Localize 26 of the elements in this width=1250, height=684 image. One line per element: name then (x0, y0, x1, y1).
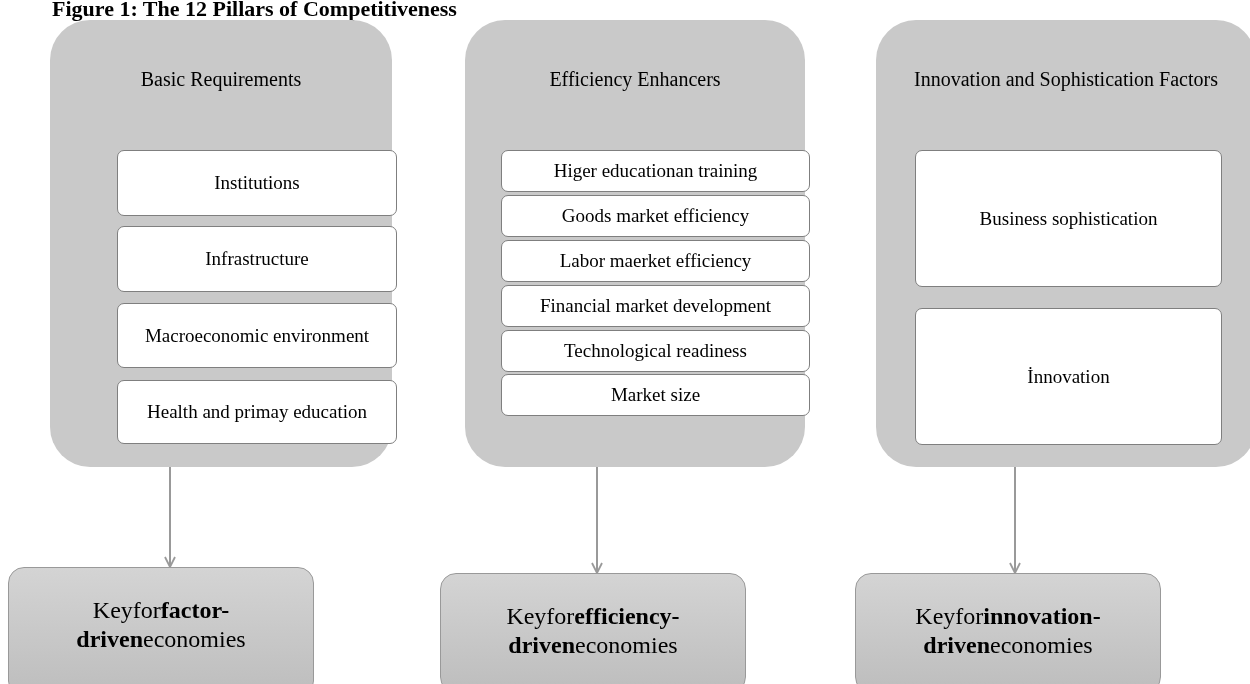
key-box (855, 573, 1161, 684)
group-panel (876, 20, 1250, 467)
pillar-box: Higer educationan training (501, 150, 810, 192)
figure-title: Figure 1: The 12 Pillars of Competitiveness (52, 0, 457, 22)
key-box (8, 567, 314, 684)
arrow (164, 466, 176, 568)
pillar-box: Financial market development (501, 285, 810, 327)
arrow (591, 466, 603, 574)
key-label: Keyforinnovation-driveneconomies (914, 602, 1102, 660)
pillar-box: Institutions (117, 150, 397, 216)
group-heading: Basic Requirements (139, 68, 303, 91)
pillar-box: İnnovation (915, 308, 1222, 445)
key-box (440, 573, 746, 684)
pillar-box: Market size (501, 374, 810, 416)
pillar-box: Macroeconomic environment (117, 303, 397, 368)
pillar-box: Goods market efficiency (501, 195, 810, 237)
pillar-box: Infrastructure (117, 226, 397, 292)
pillar-box: Labor maerket efficiency (501, 240, 810, 282)
arrow (1009, 466, 1021, 574)
pillar-box: Technological readiness (501, 330, 810, 372)
group-heading: Efficiency Enhancers (548, 68, 722, 91)
pillar-box: Business sophistication (915, 150, 1222, 287)
pillar-box: Health and primay education (117, 380, 397, 444)
group-heading: Innovation and Sophistication Factors (913, 68, 1219, 91)
key-label: Keyforfactor-driveneconomies (75, 596, 247, 654)
key-label: Keyforefficiency-driveneconomies (505, 602, 681, 660)
